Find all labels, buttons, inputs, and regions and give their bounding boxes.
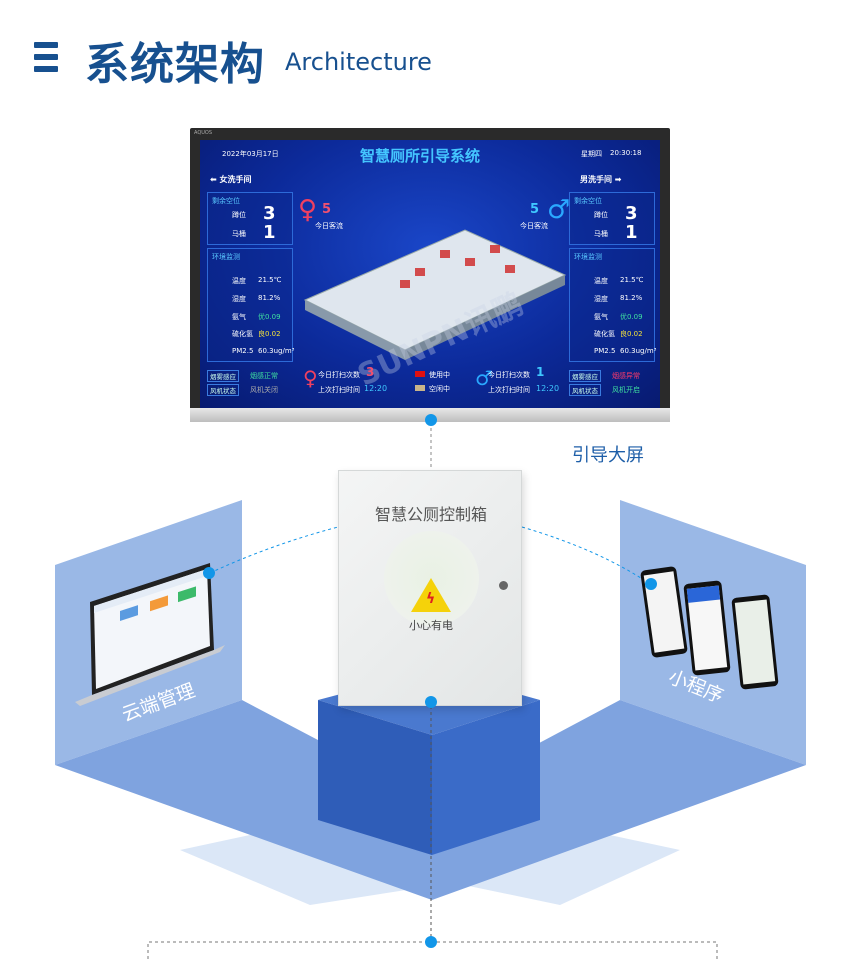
male-icon: ♂	[547, 195, 571, 225]
panel-title: 剩余空位	[212, 197, 240, 205]
warning-text: 小心有电	[409, 619, 453, 632]
control-box: 智慧公厕控制箱 ϟ 小心有电	[338, 470, 522, 706]
page-title: 系统架构	[85, 39, 265, 90]
warning-icon	[411, 578, 451, 612]
legend-in-use: 使用中	[429, 371, 450, 379]
legend-idle: 空闲中	[429, 385, 450, 393]
male-heading: 男洗手间 ➡	[580, 175, 622, 184]
smoke-label: 烟雾感应	[207, 370, 239, 382]
last-clean-time: 12:20	[536, 384, 560, 393]
env-value: 良0.02	[620, 330, 643, 338]
env-label: 湿度	[232, 295, 246, 303]
env-value: 60.3ug/m³	[620, 347, 657, 355]
smoke-status: 烟感正常	[250, 372, 278, 380]
guide-screen: 2022年03月17日 智慧厕所引导系统 星期四 20:30:18 ⬅ 女洗手间…	[200, 140, 660, 408]
env-label: 温度	[594, 277, 608, 285]
last-clean-label: 上次打扫时间	[318, 386, 360, 394]
screen-title: 智慧厕所引导系统	[360, 147, 481, 165]
control-box-title: 智慧公厕控制箱	[374, 505, 487, 524]
env-label: 氨气	[232, 313, 246, 321]
squat-label: 蹲位	[594, 211, 608, 219]
smoke-status: 烟感异常	[612, 372, 640, 380]
squat-count: 3	[263, 203, 276, 224]
male-flow-count: 5	[530, 202, 540, 217]
env-value: 良0.02	[258, 330, 281, 338]
female-vacancy-panel: 剩余空位 蹲位 3 马桶 1	[207, 192, 293, 245]
male-flow-label: 今日客流	[520, 222, 548, 230]
screen-time: 20:30:18	[610, 149, 642, 157]
right-panel-floor	[432, 700, 806, 900]
connector-mini	[521, 526, 651, 585]
legend-swatch-idle	[415, 385, 425, 391]
squat-label: 蹲位	[232, 211, 246, 219]
node-dot-mini	[645, 578, 657, 590]
env-label: 硫化氢	[232, 330, 253, 338]
clean-count-label: 今日打扫次数	[318, 371, 360, 379]
cube-right	[432, 700, 540, 855]
fan-status: 风机开启	[612, 386, 640, 394]
cube-left	[318, 700, 432, 855]
male-clean-icon: ♂	[475, 366, 493, 390]
panel-title: 环境监测	[212, 253, 240, 261]
connector-cloud	[209, 526, 339, 574]
laptop-icon	[75, 563, 225, 706]
screen-label: 引导大屏	[572, 445, 644, 466]
fan-status: 风机关闭	[250, 386, 278, 394]
env-label: 氨气	[594, 313, 608, 321]
env-label: 温度	[232, 277, 246, 285]
screen-date: 2022年03月17日	[222, 150, 279, 158]
clean-count: 1	[536, 365, 545, 379]
env-value: 优0.09	[258, 313, 281, 321]
node-dot-box	[425, 696, 437, 708]
clean-count: 3	[366, 365, 375, 379]
male-env-panel: 环境监测 温度 21.5℃ 湿度 81.2% 氨气 优0.09 硫化氢良0.02 PM…	[569, 248, 657, 362]
node-dot-screen	[425, 414, 437, 426]
toilet-label: 马桶	[594, 230, 608, 238]
last-clean-time: 12:20	[364, 384, 388, 393]
monitor-brand: AQUOS	[194, 130, 213, 136]
guide-screen-monitor: AQUOS 2022年03月17日 智慧厕所引导系统 星期四 20:30:18 …	[190, 128, 670, 422]
menu-icon[interactable]	[34, 42, 58, 72]
node-dot-bottom	[425, 936, 437, 948]
page-subtitle: Architecture	[285, 48, 432, 76]
female-env-panel: 环境监测 温度 21.5℃ 湿度 81.2% 氨气 优0.09 硫化氢良0.02 PM…	[207, 248, 295, 362]
floor-plan	[303, 229, 567, 360]
female-flow-label: 今日客流	[315, 222, 343, 230]
smoke-label: 烟雾感应	[569, 370, 601, 382]
panel-title: 环境监测	[574, 253, 602, 261]
env-label: 硫化氢	[594, 330, 615, 338]
node-dot-cloud	[203, 567, 215, 579]
lightning-icon: ϟ	[426, 591, 436, 607]
env-value: 60.3ug/m³	[258, 347, 295, 355]
env-value: 21.5℃	[620, 276, 644, 284]
floor-tile-right	[440, 820, 680, 905]
toilet-count: 1	[263, 222, 276, 243]
toilet-label: 马桶	[232, 230, 246, 238]
arrow-left-icon: ⬅	[210, 175, 220, 184]
female-flow-count: 5	[322, 202, 332, 217]
last-clean-label: 上次打扫时间	[488, 386, 530, 394]
clean-count-label: 今日打扫次数	[488, 371, 530, 379]
fan-label: 风机状态	[569, 384, 601, 396]
env-value: 21.5℃	[258, 276, 282, 284]
legend-swatch-in-use	[415, 371, 425, 377]
left-panel-floor	[55, 700, 432, 900]
lock-icon	[499, 581, 508, 590]
fan-label: 风机状态	[207, 384, 239, 396]
env-value: 81.2%	[620, 294, 643, 302]
toilet-count: 1	[625, 222, 638, 243]
arrow-right-icon: ➡	[612, 175, 622, 184]
env-value: 优0.09	[620, 313, 643, 321]
env-label: PM2.5	[232, 347, 254, 355]
female-icon: ♀	[298, 195, 318, 225]
env-value: 81.2%	[258, 294, 281, 302]
env-label: 湿度	[594, 295, 608, 303]
female-clean-icon: ♀	[303, 366, 318, 390]
squat-count: 3	[625, 203, 638, 224]
screen-weekday: 星期四	[581, 150, 602, 158]
male-vacancy-panel: 剩余空位 蹲位 3 马桶 1	[569, 192, 655, 245]
female-heading: ⬅ 女洗手间	[210, 175, 252, 184]
panel-title: 剩余空位	[574, 197, 602, 205]
env-label: PM2.5	[594, 347, 616, 355]
